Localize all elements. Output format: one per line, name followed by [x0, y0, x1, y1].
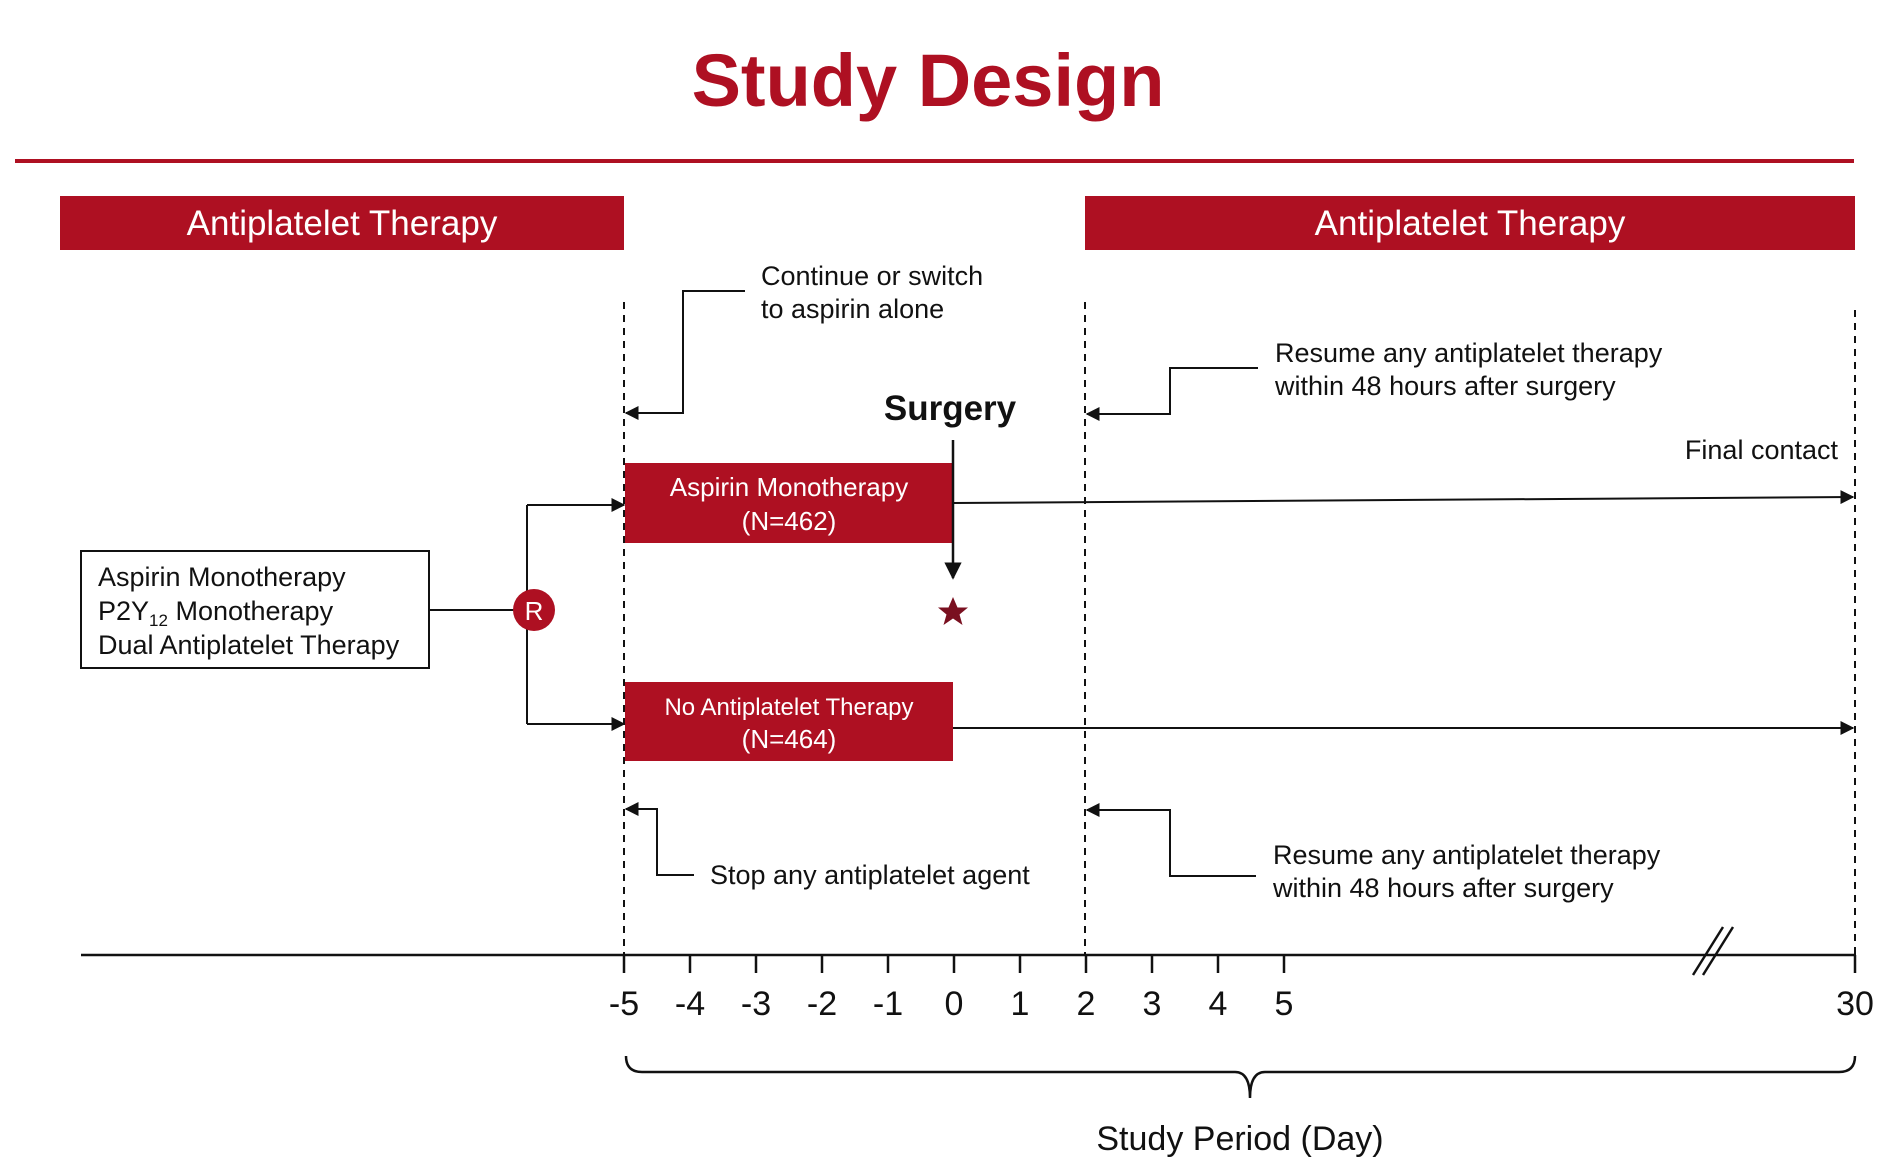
page-title: Study Design	[692, 39, 1165, 122]
resume-top-annotation-line2: within 48 hours after surgery	[1274, 371, 1616, 401]
resume-top-callout-connector	[1085, 367, 1258, 421]
header-right-label: Antiplatelet Therapy	[1315, 204, 1626, 243]
arm-aspirin-name: Aspirin Monotherapy	[670, 472, 908, 502]
stop-callout-connector	[624, 802, 694, 876]
arm-no-antiplatelet-name: No Antiplatelet Therapy	[664, 694, 913, 721]
arm-no-antiplatelet-box	[625, 682, 953, 761]
resume-bottom-annotation-line1: Resume any antiplatelet therapy	[1273, 840, 1661, 870]
axis-tick-label: -1	[873, 985, 903, 1023]
continue-annotation-line2: to aspirin alone	[761, 294, 944, 324]
axis-tick-label: 3	[1143, 985, 1162, 1023]
arm-aspirin-n: (N=462)	[742, 506, 837, 536]
axis-break-mark-1	[1691, 926, 1725, 976]
header-bar-left	[60, 196, 624, 250]
baseline-line1: Aspirin Monotherapy	[98, 562, 346, 592]
study-period-label: Study Period (Day)	[1096, 1120, 1383, 1158]
axis-tick-label: -3	[741, 985, 771, 1023]
axis-tick-label: 0	[945, 985, 964, 1023]
baseline-line2: P2Y12 Monotherapy	[98, 596, 334, 630]
axis-tick-label: 5	[1275, 985, 1294, 1023]
baseline-line3: Dual Antiplatelet Therapy	[98, 630, 400, 660]
arm-aspirin-followup-arrow	[952, 490, 1855, 505]
continue-callout-connector	[624, 290, 745, 420]
final-contact-label: Final contact	[1685, 435, 1839, 465]
resume-bottom-callout-connector	[1085, 803, 1256, 877]
axis-tick-label: 4	[1209, 985, 1228, 1023]
continue-annotation-line1: Continue or switch	[761, 261, 983, 291]
surgery-label: Surgery	[884, 389, 1017, 428]
resume-top-annotation-line1: Resume any antiplatelet therapy	[1275, 338, 1663, 368]
randomization-label: R	[525, 596, 544, 626]
header-left-label: Antiplatelet Therapy	[187, 204, 498, 243]
header-bar-right	[1085, 196, 1855, 250]
axis-tick-label: 1	[1011, 985, 1030, 1023]
axis-break-mark-2	[1701, 926, 1735, 976]
axis-tick-label: -2	[807, 985, 837, 1023]
baseline-therapy-box	[80, 550, 430, 669]
axis-tick-label: -5	[609, 985, 639, 1023]
randomization-node	[513, 589, 555, 631]
resume-bottom-annotation-line2: within 48 hours after surgery	[1272, 873, 1614, 903]
axis-tick-label: -4	[675, 985, 705, 1023]
arm-aspirin-box	[625, 463, 953, 543]
axis-tick-label: 2	[1077, 985, 1096, 1023]
arm-no-antiplatelet-n: (N=464)	[742, 724, 837, 754]
axis-tick-labels: -5 -4 -3 -2 -1 0 1 2 3 4 5 30	[609, 985, 1874, 1023]
study-period-brace	[624, 1055, 1857, 1099]
surgery-star-icon	[938, 597, 968, 625]
axis-tick-label: 30	[1836, 985, 1874, 1023]
axis-ticks	[622, 955, 1857, 973]
stop-annotation: Stop any antiplatelet agent	[710, 860, 1030, 890]
